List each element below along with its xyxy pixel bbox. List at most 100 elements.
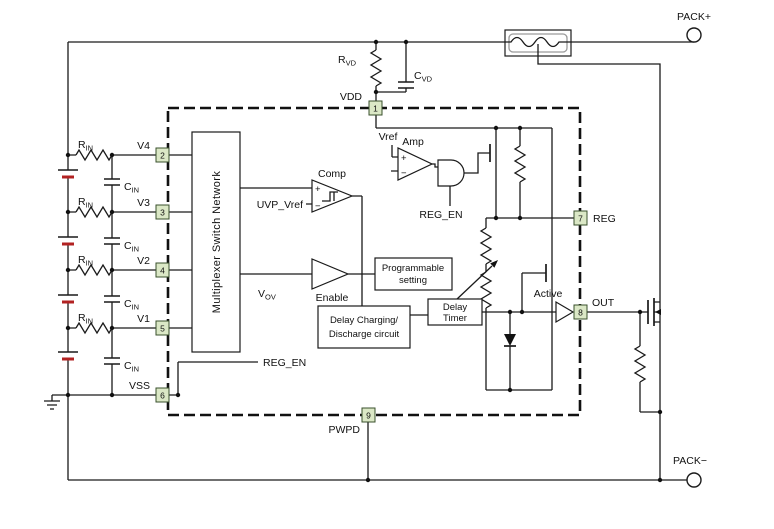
diode xyxy=(504,334,516,347)
label-v3: V3 xyxy=(137,197,150,209)
label-vref: Vref xyxy=(379,131,398,143)
ic-boundary xyxy=(166,106,582,417)
output-wiring xyxy=(367,311,660,480)
label-cin-1: CIN xyxy=(124,181,139,195)
label-cin-2: CIN xyxy=(124,240,139,254)
prog-label-line1: Programmable xyxy=(382,263,444,274)
label-rin-2: RIN xyxy=(78,196,93,210)
cin-capacitor-4 xyxy=(104,357,120,365)
amp-minus-sign: − xyxy=(401,168,407,179)
main-protection-fet xyxy=(647,298,661,326)
resistors xyxy=(75,49,647,383)
label-cin-3: CIN xyxy=(124,298,139,312)
thermal-fuse xyxy=(504,29,572,57)
cin-capacitor-3 xyxy=(104,295,120,303)
pin-4-v2: 4 xyxy=(155,262,170,278)
pin-2-number: 2 xyxy=(160,151,165,161)
label-v2: V2 xyxy=(137,255,150,267)
comp-minus-sign: − xyxy=(315,201,321,212)
delay-timer-block: Delay Timer xyxy=(427,298,483,326)
label-rin-1: RIN xyxy=(78,139,93,153)
label-v4: V4 xyxy=(137,140,150,152)
cell-sense-wiring xyxy=(52,154,258,396)
label-cin-4: CIN xyxy=(124,360,139,374)
comp-comparator: + − xyxy=(311,179,354,213)
labels: PACK+ PACK− VDD V4 V3 V2 V1 VSS REG OUT … xyxy=(78,11,711,467)
pack-minus-terminal xyxy=(686,472,702,488)
pin-3-number: 3 xyxy=(160,208,165,218)
pin-7-number: 7 xyxy=(578,214,583,224)
pin-3-v3: 3 xyxy=(155,204,170,220)
enable-buffer xyxy=(311,258,350,290)
label-vss: VSS xyxy=(129,380,150,392)
pin-6-vss: 6 xyxy=(155,387,170,403)
pin-4-number: 4 xyxy=(160,266,165,276)
label-regen-and: REG_EN xyxy=(419,209,462,221)
pack-plus-terminal xyxy=(686,27,702,43)
cvd-capacitor xyxy=(398,81,414,89)
amp-plus-sign: + xyxy=(401,153,407,164)
comp-plus-sign: + xyxy=(315,184,321,195)
pin-5-number: 5 xyxy=(160,324,165,334)
label-pack-minus: PACK− xyxy=(673,455,707,467)
rin-resistor-2 xyxy=(75,205,113,219)
delay-circuit-block: Delay Charging/ Discharge circuit xyxy=(317,305,411,349)
cin-capacitor-2 xyxy=(104,237,120,245)
pin-7-reg: 7 xyxy=(573,210,588,226)
amp-opamp: + − xyxy=(397,147,434,181)
pin-9-number: 9 xyxy=(366,411,371,421)
fet-arrow xyxy=(655,309,661,315)
rin-resistor-4 xyxy=(75,321,113,335)
prog-label-line2: setting xyxy=(399,275,427,286)
junction-dots xyxy=(65,39,663,483)
label-v1: V1 xyxy=(137,313,150,325)
rvd-resistor xyxy=(369,49,383,87)
label-vdd: VDD xyxy=(340,91,363,103)
label-pack-plus: PACK+ xyxy=(677,11,711,23)
label-vov: VOV xyxy=(258,288,276,302)
label-rin-4: RIN xyxy=(78,312,93,326)
and-gate xyxy=(437,159,465,187)
potentiometer-arrow xyxy=(455,260,498,301)
cin-capacitor-1 xyxy=(104,178,120,186)
label-amp: Amp xyxy=(402,136,424,148)
capacitors xyxy=(104,81,414,365)
pin-6-number: 6 xyxy=(160,391,165,401)
mux-block: Multiplexer Switch Network xyxy=(191,131,241,353)
pin-8-number: 8 xyxy=(578,308,583,318)
pin-1-number: 1 xyxy=(373,104,378,114)
prog-setting-block: Programmable setting xyxy=(374,257,453,291)
delay-label-line1: Delay Charging/ xyxy=(330,315,398,326)
active-driver xyxy=(555,300,575,324)
hysteresis-glyph xyxy=(322,191,338,202)
rin-resistor-1 xyxy=(75,148,113,162)
fet-gate-resistor xyxy=(633,345,647,383)
pin-8-out: 8 xyxy=(573,304,588,320)
pin-2-v4: 2 xyxy=(155,147,170,163)
label-uvp-vref: UVP_Vref xyxy=(257,199,303,211)
label-cvd: CVD xyxy=(414,70,433,84)
label-regen-bottom: REG_EN xyxy=(263,357,306,369)
rin-resistor-3 xyxy=(75,263,113,277)
delay-label-line2: Discharge circuit xyxy=(329,329,400,340)
ic-internal-wiring xyxy=(240,128,574,391)
pin-9-pwpd: 9 xyxy=(361,407,376,423)
mux-label: Multiplexer Switch Network xyxy=(211,171,223,314)
divider-resistor-upper xyxy=(479,227,493,265)
ground-symbol xyxy=(44,395,60,410)
pin-5-v1: 5 xyxy=(155,320,170,336)
label-active: Active xyxy=(534,288,563,300)
label-enable: Enable xyxy=(316,292,349,304)
label-out: OUT xyxy=(592,297,615,309)
label-comp: Comp xyxy=(318,168,346,180)
pin-1-vdd: 1 xyxy=(368,100,383,116)
label-rvd: RVD xyxy=(338,54,357,68)
label-reg: REG xyxy=(593,213,616,225)
label-pwpd: PWPD xyxy=(329,424,361,436)
divider-resistor-lower xyxy=(479,271,493,309)
battery-stack xyxy=(58,169,78,361)
label-rin-3: RIN xyxy=(78,254,93,268)
timer-label-line2: Timer xyxy=(443,313,467,324)
